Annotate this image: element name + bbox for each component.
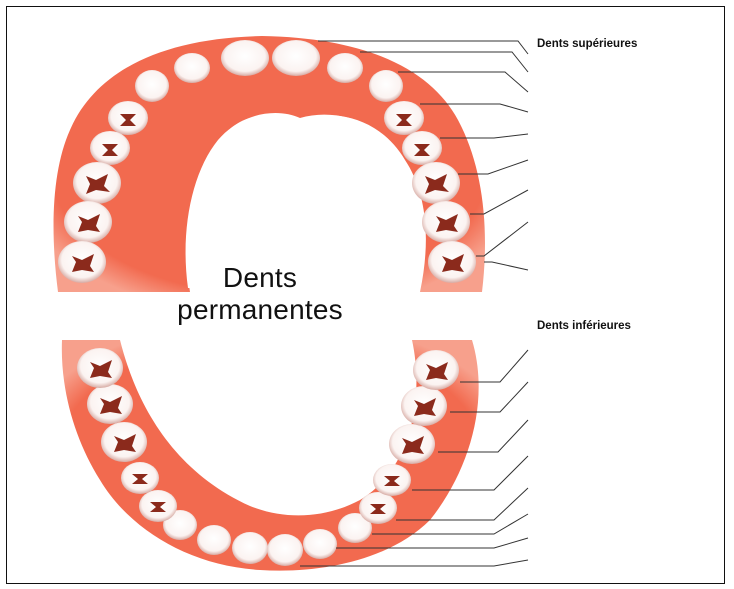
upper-tooth-molar-right-1 bbox=[412, 162, 460, 204]
lower-tooth-central-left bbox=[232, 532, 268, 564]
upper-tooth-premolar-right-2 bbox=[402, 131, 442, 165]
center-title-line2: permanentes bbox=[150, 294, 370, 326]
upper-tooth-lateral-right bbox=[327, 53, 363, 83]
upper-tooth-central-left bbox=[221, 40, 269, 76]
upper-tooth-premolar-left-1 bbox=[108, 101, 148, 135]
lower-tooth-lateral-right bbox=[303, 529, 337, 559]
lower-tooth-premolar-left-2 bbox=[121, 462, 159, 494]
lower-tooth-molar-right-3 bbox=[413, 350, 459, 390]
lower-teeth-label: Dents inférieures bbox=[537, 320, 631, 332]
lower-tooth-molar-left-1 bbox=[101, 422, 147, 462]
upper-tooth-molar-right-3 bbox=[428, 241, 476, 283]
upper-tooth-premolar-left-2 bbox=[90, 131, 130, 165]
lower-tooth-premolar-right-1 bbox=[359, 492, 397, 524]
upper-tooth-lateral-left bbox=[174, 53, 210, 83]
lower-tooth-central-right bbox=[267, 534, 303, 566]
lower-tooth-molar-left-2 bbox=[87, 384, 133, 424]
upper-tooth-canine-left bbox=[135, 70, 169, 102]
lower-tooth-molar-right-2 bbox=[401, 386, 447, 426]
lower-tooth-premolar-left-1 bbox=[139, 490, 177, 522]
center-title: Dents permanentes bbox=[150, 262, 370, 326]
upper-tooth-central-right bbox=[272, 40, 320, 76]
upper-tooth-molar-left-3 bbox=[58, 241, 106, 283]
center-title-line1: Dents bbox=[150, 262, 370, 294]
lower-tooth-lateral-left bbox=[197, 525, 231, 555]
upper-teeth-label: Dents supérieures bbox=[537, 38, 637, 50]
upper-tooth-premolar-right-1 bbox=[384, 101, 424, 135]
upper-tooth-canine-right bbox=[369, 70, 403, 102]
lower-tooth-premolar-right-2 bbox=[373, 464, 411, 496]
upper-tooth-molar-right-2 bbox=[422, 201, 470, 243]
lower-tooth-molar-right-1 bbox=[389, 424, 435, 464]
upper-tooth-molar-left-2 bbox=[64, 201, 112, 243]
lower-tooth-molar-left-3 bbox=[77, 348, 123, 388]
upper-tooth-molar-left-1 bbox=[73, 162, 121, 204]
